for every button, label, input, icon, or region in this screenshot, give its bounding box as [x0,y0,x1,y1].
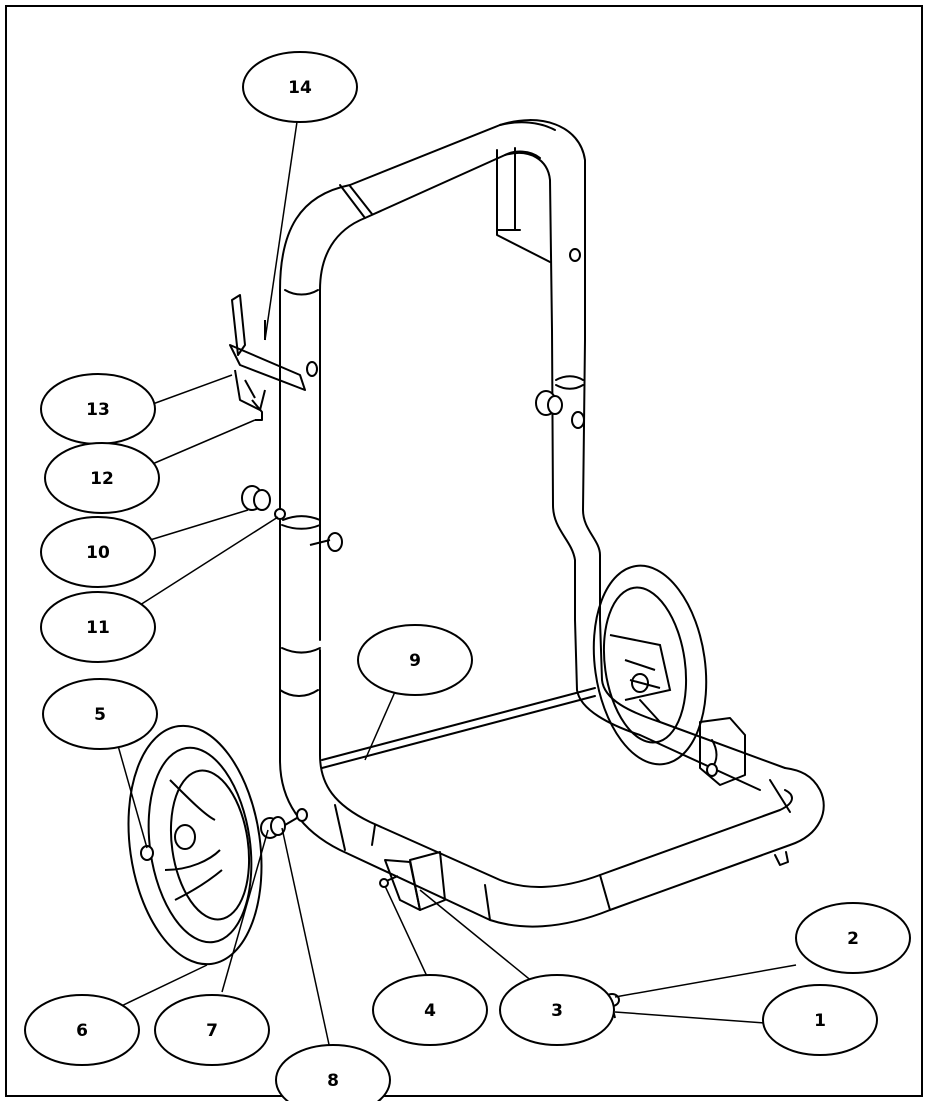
callout-14: 14 [242,51,358,123]
callout-label: 10 [86,543,110,563]
callout-11: 11 [40,591,156,663]
left-wheel [127,724,263,966]
callout-label: 4 [424,1001,436,1021]
callout-label: 5 [94,705,106,725]
callout-5: 5 [42,678,158,750]
handle-bracket [229,294,306,421]
callout-6: 6 [24,994,140,1066]
callout-7: 7 [154,994,270,1066]
callout-label: 1 [814,1011,826,1031]
callout-1: 1 [762,984,878,1056]
callout-label: 14 [288,78,312,98]
knob-parts [241,390,620,1019]
callout-4: 4 [372,974,488,1046]
callout-label: 3 [551,1001,563,1021]
tube-holes [306,248,718,777]
callout-label: 12 [90,469,114,489]
callout-2: 2 [795,902,911,974]
callout-label: 13 [86,400,110,420]
callout-9: 9 [357,624,473,696]
callout-label: 8 [327,1071,339,1091]
callout-8: 8 [275,1044,391,1101]
callout-13: 13 [40,373,156,445]
callout-label: 6 [76,1021,88,1041]
callout-12: 12 [44,442,160,514]
callout-3: 3 [499,974,615,1046]
diagram-frame [5,5,923,1097]
callout-label: 11 [86,618,110,638]
callout-label: 2 [847,929,859,949]
callout-10: 10 [40,516,156,588]
right-wheel [592,564,708,766]
callout-label: 9 [409,651,421,671]
callout-label: 7 [206,1021,218,1041]
